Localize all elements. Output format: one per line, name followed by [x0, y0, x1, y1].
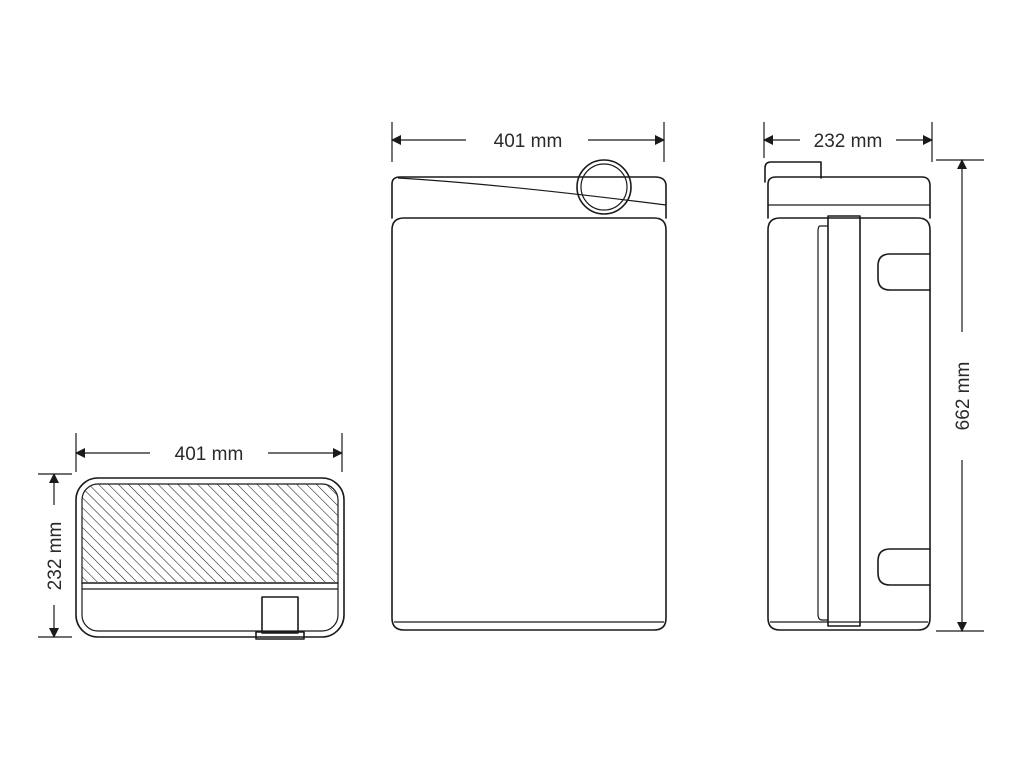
top-view-outlet [255, 596, 305, 640]
front-view-lid [391, 176, 667, 219]
side-view-lid [764, 161, 931, 219]
side-view-height-dimension: 662 mm [936, 159, 984, 632]
side-view-grips [877, 253, 931, 586]
front-view-body [391, 217, 667, 631]
top-view-depth-label: 232 mm [45, 522, 66, 591]
top-view-hatched-lid [82, 484, 338, 582]
top-view-width-dimension: 401 mm [75, 433, 343, 472]
top-view-width-label: 401 mm [175, 444, 244, 465]
side-view-body [767, 217, 931, 631]
side-view: 232 mm 662 mm [763, 122, 984, 632]
top-view-body [75, 477, 345, 640]
side-view-depth-dimension: 232 mm [763, 122, 933, 162]
side-view-depth-label: 232 mm [814, 131, 883, 152]
front-view: 401 mm [391, 122, 667, 631]
front-view-knob [576, 159, 632, 215]
top-view: 401 mm 232 mm [38, 433, 345, 640]
side-view-handle-strap [817, 215, 861, 627]
top-view-depth-dimension: 232 mm [38, 473, 72, 638]
side-view-height-label: 662 mm [953, 362, 974, 431]
front-view-width-label: 401 mm [494, 131, 563, 152]
front-view-width-dimension: 401 mm [391, 122, 665, 162]
